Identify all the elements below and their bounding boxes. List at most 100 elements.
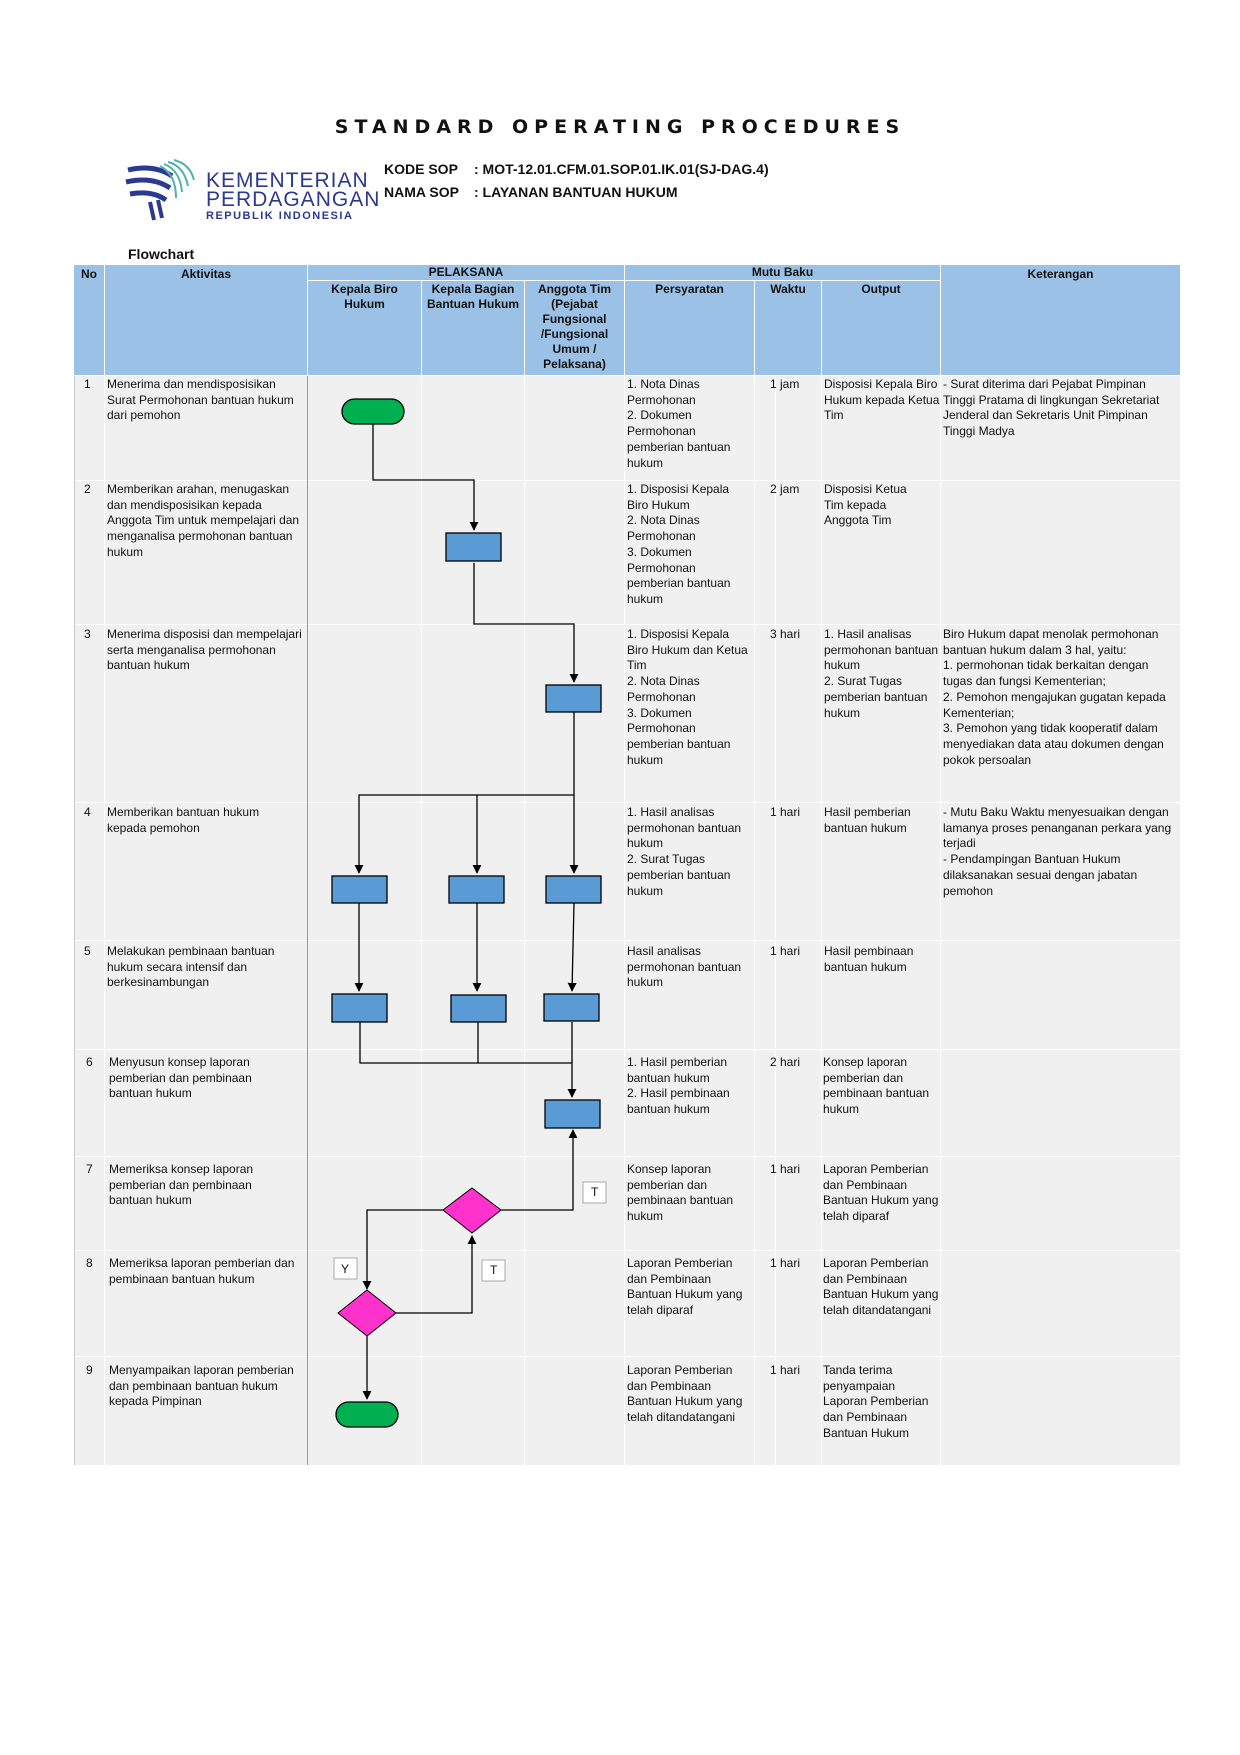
row-9-persyaratan: Laporan Pemberian dan Pembinaan Bantuan … <box>627 1363 743 1425</box>
kode-sop-value: : MOT-12.01.CFM.01.SOP.01.IK.01(SJ-DAG.4… <box>474 161 769 177</box>
table-row-7-bg <box>74 1157 1180 1250</box>
header-persyaratan: Persyaratan <box>625 281 754 375</box>
row-8-waktu: 1 hari <box>770 1256 801 1270</box>
header-persyaratan-text: Persyaratan <box>655 282 724 296</box>
row-4-keterangan: - Mutu Baku Waktu menyesuaikan dengan la… <box>943 805 1172 898</box>
col-sep <box>307 376 308 1465</box>
process-step-4-anggota <box>545 875 602 904</box>
row-1-output: Disposisi Kepala Biro Hukum kepada Ketua… <box>824 377 940 423</box>
connector-5-6a <box>359 1022 577 1098</box>
table-row-2-bg <box>74 481 1180 624</box>
row-3-keterangan: Biro Hukum dapat menolak permohonan bant… <box>943 627 1166 767</box>
header-waktu: Waktu <box>755 281 821 375</box>
terminal-end <box>335 1401 399 1428</box>
row-4-no: 4 <box>84 805 91 819</box>
process-step-2 <box>445 532 502 562</box>
header-anggota-tim-text: Anggota Tim (Pejabat Fungsional /Fungsio… <box>537 282 612 371</box>
nama-sop-value: : LAYANAN BANTUAN HUKUM <box>474 184 678 200</box>
col-sep <box>524 376 525 1465</box>
header-kepala-bagian: Kepala Bagian Bantuan Hukum <box>422 281 524 375</box>
nama-sop-label: NAMA SOP <box>384 184 459 200</box>
document-title: STANDARD OPERATING PROCEDURES <box>334 116 906 138</box>
process-step-4-biro <box>331 875 388 904</box>
row-7-persyaratan: Konsep laporan pemberian dan pembinaan b… <box>627 1162 734 1224</box>
table-row-6-bg <box>74 1050 1180 1156</box>
row-3-aktivitas: Menerima disposisi dan mempelajari serta… <box>107 627 302 673</box>
row-4-waktu: 1 hari <box>770 805 801 819</box>
row-8-aktivitas: Memeriksa laporan pemberian dan pembinaa… <box>109 1256 295 1286</box>
terminal-start <box>341 398 405 425</box>
header-keterangan: Keterangan <box>941 265 1180 375</box>
header-aktivitas-text: Aktivitas <box>180 267 232 281</box>
logo-text-republik: REPUBLIK INDONESIA <box>206 210 354 222</box>
row-1-no: 1 <box>84 377 91 391</box>
table-row-5-bg <box>74 941 1180 1049</box>
header-pelaksana-text: PELAKSANA <box>428 265 504 279</box>
connector-3-4a <box>354 712 575 874</box>
row-4-output: Hasil pemberian bantuan hukum <box>824 805 911 835</box>
row-8-persyaratan: Laporan Pemberian dan Pembinaan Bantuan … <box>627 1256 743 1318</box>
header-output: Output <box>822 281 940 375</box>
decision-step-7 <box>442 1187 502 1234</box>
flow-label-t1: T <box>591 1185 599 1199</box>
process-step-6 <box>544 1099 601 1129</box>
flow-label-y: Y <box>341 1262 350 1276</box>
decision-step-8 <box>337 1289 397 1337</box>
header-anggota-tim: Anggota Tim (Pejabat Fungsional /Fungsio… <box>525 281 624 375</box>
header-mutu-baku: Mutu Baku <box>625 265 940 280</box>
process-step-4-bagian <box>448 875 505 904</box>
row-6-aktivitas: Menyusun konsep laporan pemberian dan pe… <box>109 1055 252 1101</box>
flow-connectors <box>354 424 579 1400</box>
connector-4-5c <box>567 902 577 992</box>
row-5-aktivitas: Melakukan pembinaan bantuan hukum secara… <box>107 944 275 990</box>
header-aktivitas: Aktivitas <box>105 265 307 375</box>
process-step-5-biro <box>331 993 388 1023</box>
row-9-waktu: 1 hari <box>770 1363 801 1377</box>
table-row-8-bg <box>74 1251 1180 1356</box>
row-9-aktivitas: Menyampaikan laporan pemberian dan pembi… <box>109 1363 294 1409</box>
row-7-output: Laporan Pemberian dan Pembinaan Bantuan … <box>823 1162 939 1224</box>
process-step-5-bagian <box>450 994 507 1023</box>
flow-label-t2: T <box>490 1263 498 1277</box>
row-5-output: Hasil pembinaan bantuan hukum <box>824 944 914 974</box>
row-1-waktu: 1 jam <box>770 377 800 391</box>
label-box-t2 <box>481 1259 506 1282</box>
table-row-3-bg <box>74 625 1180 802</box>
row-7-aktivitas: Memeriksa konsep laporan pemberian dan p… <box>109 1162 254 1208</box>
row-2-output: Disposisi Ketua Tim kepada Anggota Tim <box>824 482 907 528</box>
header-no: No <box>74 265 104 375</box>
row-6-no: 6 <box>86 1055 93 1069</box>
row-7-waktu: 1 hari <box>770 1162 801 1176</box>
row-3-waktu: 3 hari <box>770 627 801 641</box>
col-sep <box>821 376 822 1465</box>
connector-7-8 <box>362 1209 443 1290</box>
col-sep <box>624 376 625 1465</box>
row-1-keterangan: - Surat diterima dari Pejabat Pimpinan T… <box>943 377 1160 439</box>
col-sep <box>421 376 422 1465</box>
row-9-output: Tanda terima penyampaian Laporan Pemberi… <box>823 1363 929 1440</box>
row-9-no: 9 <box>86 1363 93 1377</box>
connector-7-return <box>501 1129 578 1211</box>
row-2-aktivitas: Memberikan arahan, menugaskan dan mendis… <box>107 482 300 559</box>
row-8-output: Laporan Pemberian dan Pembinaan Bantuan … <box>823 1256 939 1318</box>
logo-text-perdagangan: PERDAGANGAN <box>206 188 381 211</box>
row-1-persyaratan: 1. Nota Dinas Permohonan 2. Dokumen Perm… <box>627 377 731 470</box>
connector-2-3 <box>473 563 579 683</box>
header-output-text: Output <box>861 282 901 296</box>
header-kepala-biro: Kepala Biro Hukum <box>308 281 421 375</box>
flowchart-label: Flowchart <box>128 246 195 262</box>
row-2-no: 2 <box>84 482 91 496</box>
row-4-persyaratan: 1. Hasil analisas permohonan bantuan huk… <box>627 805 742 898</box>
row-6-output: Konsep laporan pemberian dan pembinaan b… <box>823 1055 930 1117</box>
header-keterangan-text: Keterangan <box>1027 267 1094 281</box>
row-6-waktu: 2 hari <box>770 1055 801 1069</box>
row-2-waktu: 2 jam <box>770 482 800 496</box>
table-left-edge <box>74 376 75 1465</box>
row-8-no: 8 <box>86 1256 93 1270</box>
row-5-waktu: 1 hari <box>770 944 801 958</box>
row-7-no: 7 <box>86 1162 93 1176</box>
header-no-text: No <box>81 267 97 281</box>
connector-8-return <box>396 1235 477 1314</box>
table-row-9-bg <box>74 1357 1180 1465</box>
